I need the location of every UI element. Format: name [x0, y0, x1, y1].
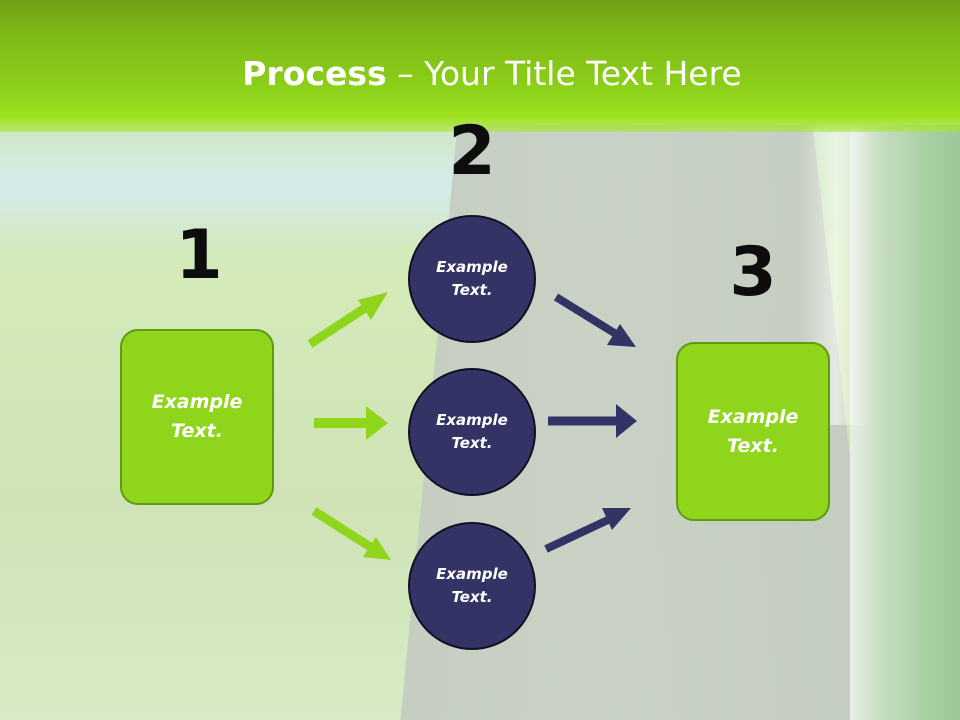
- arrow-green-straight: [314, 406, 388, 440]
- title-rest: – Your Title Text Here: [386, 54, 742, 93]
- step-2-number: 2: [448, 112, 496, 191]
- arrow-navy-up: [544, 508, 631, 553]
- arrow-green-down: [311, 507, 391, 560]
- arrow-navy-straight: [548, 404, 637, 438]
- background-sky: [0, 130, 480, 250]
- step-3-box: Example Text.: [676, 342, 830, 521]
- slide-title: Process – Your Title Text Here: [0, 52, 960, 96]
- step-1-box: Example Text.: [120, 329, 274, 505]
- step-2-circle-top-text: Example Text.: [436, 258, 508, 299]
- step-2-circle-bottom: Example Text.: [408, 522, 536, 650]
- title-bold: Process: [242, 54, 387, 93]
- step-2-circle-bottom-text: Example Text.: [436, 565, 508, 606]
- step-1-number: 1: [175, 216, 223, 295]
- step-3-number: 3: [729, 233, 777, 312]
- title-bar: [0, 0, 960, 132]
- step-3-text: Example Text.: [707, 405, 799, 457]
- step-2-circle-top: Example Text.: [408, 215, 536, 343]
- arrow-navy-down: [553, 293, 636, 347]
- step-2-circle-middle-text: Example Text.: [436, 411, 508, 452]
- arrow-green-up: [307, 292, 388, 348]
- step-2-circle-middle: Example Text.: [408, 368, 536, 496]
- step-1-text: Example Text.: [151, 391, 243, 442]
